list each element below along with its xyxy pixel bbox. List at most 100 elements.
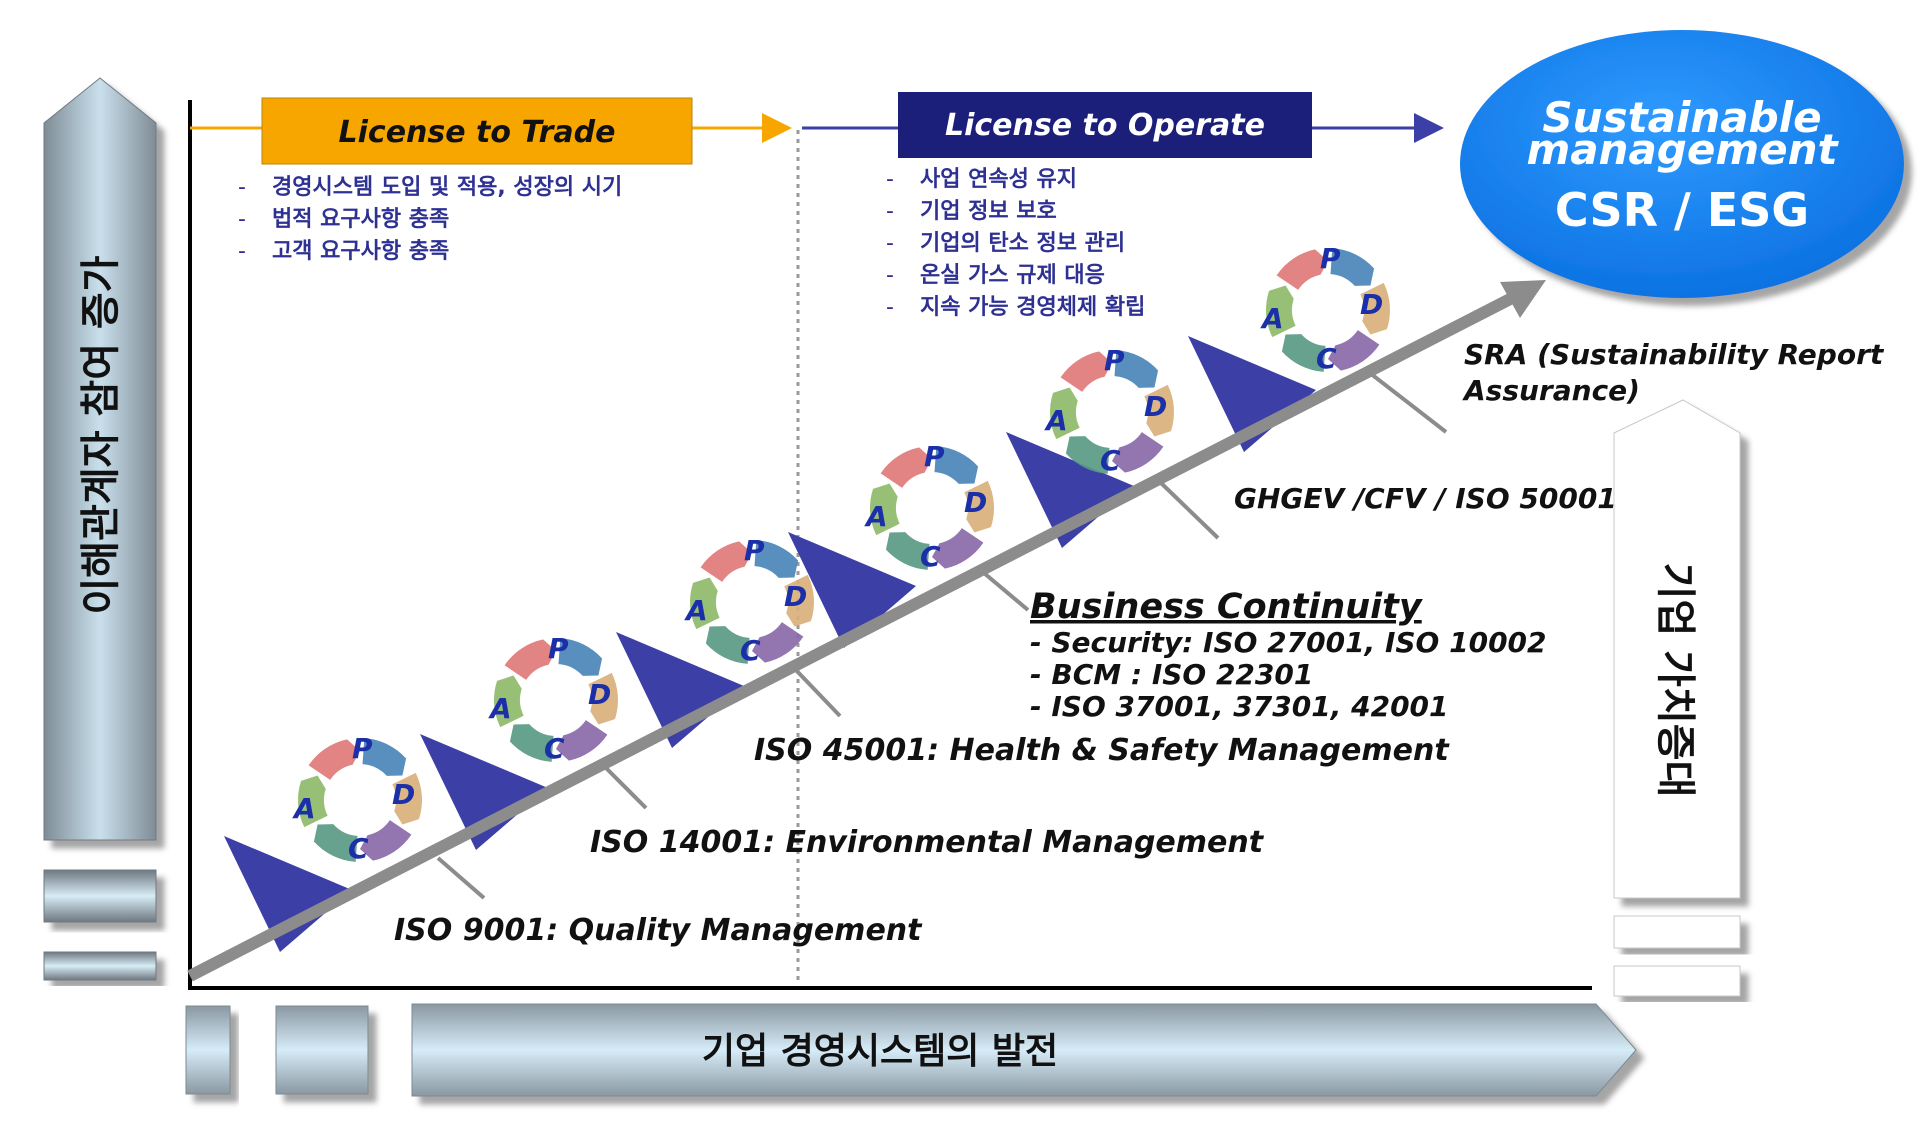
pointer-iso-14001 <box>598 760 648 810</box>
pointer-business-continuity <box>976 566 1030 612</box>
business-continuity-item-2: - BCM : ISO 22301 <box>1030 658 1313 691</box>
pdca-segment <box>494 675 524 728</box>
pdca-segment <box>964 480 995 533</box>
right-axis-block-1 <box>1613 915 1741 949</box>
pdca-segment <box>1050 387 1080 440</box>
pdca-segment <box>509 724 554 762</box>
goal-line-1: Sustainable <box>1542 93 1821 142</box>
stage-iso-14001: ISO 14001: Environmental Management <box>590 825 1265 860</box>
step-triangle <box>224 836 352 952</box>
pdca-letter-c: C <box>920 540 941 573</box>
pdca-letter-a: A <box>864 500 888 533</box>
trade-bullet-marker: - <box>238 175 246 200</box>
stage-ghgev: GHGEV /CFV / ISO 50001 <box>1234 482 1617 515</box>
pdca-letter-c: C <box>544 732 565 765</box>
pdca-segment <box>1114 350 1159 388</box>
pdca-segment <box>1266 285 1296 338</box>
pdca-segment <box>1276 249 1328 290</box>
operate-bullet-item: 사업 연속성 유지 <box>920 167 1077 192</box>
operate-bullet-marker: - <box>886 295 894 320</box>
operate-bullet-list: -사업 연속성 유지-기업 정보 보호-기업의 탄소 정보 관리-온실 가스 규… <box>886 167 1145 320</box>
pdca-letter-a: A <box>488 692 512 725</box>
pdca-segment <box>754 540 799 578</box>
pdca-segment <box>1360 282 1390 335</box>
left-axis-block-1 <box>43 869 157 923</box>
pointer-iso-9001 <box>436 856 486 900</box>
pdca-segment <box>1112 432 1164 473</box>
pdca-letter-p: P <box>924 440 945 473</box>
bottom-axis-block-1 <box>185 1005 231 1095</box>
step-triangle <box>788 532 916 648</box>
step-triangle <box>616 632 744 748</box>
pdca-segment <box>690 577 720 630</box>
pdca-segment <box>308 739 360 780</box>
pdca-letter-a: A <box>1044 404 1068 437</box>
bottom-axis-arrow <box>411 1003 1637 1097</box>
pdca-segment <box>556 720 608 761</box>
goal-line-3: CSR / ESG <box>1555 183 1809 237</box>
pdca-segment <box>313 824 358 862</box>
pdca-segment <box>360 820 412 861</box>
pdca-letter-a: A <box>1260 302 1284 335</box>
stage-sra-line-1: SRA (Sustainability Report <box>1464 338 1885 371</box>
pdca-letter-d: D <box>1360 288 1383 321</box>
pdca-segment <box>1281 334 1326 372</box>
trade-bullet-list: -경영시스템 도입 및 적용, 성장의 시기-법적 요구사항 충족-고객 요구사… <box>238 175 622 264</box>
operate-bullet-marker: - <box>886 231 894 256</box>
sustainable-management-ellipse <box>1460 30 1904 298</box>
pdca-letter-c: C <box>348 832 369 865</box>
step-triangles <box>224 336 1316 952</box>
pdca-segment <box>1144 384 1174 437</box>
operate-bullet-marker: - <box>886 199 894 224</box>
pdca-letter-c: C <box>1100 444 1121 477</box>
pdca-segment <box>588 672 618 725</box>
license-to-trade-label: License to Trade <box>339 115 616 150</box>
step-triangle <box>420 734 548 850</box>
stage-iso-45001: ISO 45001: Health & Safety Management <box>754 733 1450 768</box>
right-axis-block-2 <box>1613 965 1741 997</box>
trade-bullet-item: 법적 요구사항 충족 <box>272 207 449 232</box>
pdca-letter-p: P <box>744 534 765 567</box>
operate-bullet-item: 기업 정보 보호 <box>920 199 1057 224</box>
bottom-axis-label: 기업 경영시스템의 발전 <box>702 1031 1058 1072</box>
pdca-segment <box>298 775 328 828</box>
trade-bullet-item: 경영시스템 도입 및 적용, 성장의 시기 <box>272 175 622 200</box>
pdca-letter-d: D <box>784 580 807 613</box>
license-to-trade-box <box>261 97 693 165</box>
pdca-segment <box>362 738 407 776</box>
pdca-segment <box>752 622 804 663</box>
pdca-letter-a: A <box>292 792 316 825</box>
pointer-iso-45001 <box>792 666 842 718</box>
business-continuity-title: Business Continuity <box>1030 587 1424 627</box>
operate-bullet-item: 온실 가스 규제 대응 <box>920 263 1105 288</box>
operate-bullet-marker: - <box>886 263 894 288</box>
pointer-sra <box>1364 368 1448 434</box>
stage-pointers <box>436 368 1448 900</box>
pointer-ghgev <box>1158 480 1220 540</box>
trade-bullet-marker: - <box>238 239 246 264</box>
pdca-segment <box>784 574 815 627</box>
pdca-letter-c: C <box>740 634 761 667</box>
left-axis-arrow <box>43 77 157 841</box>
pdca-segment <box>880 447 932 488</box>
pdca-letter-c: C <box>1316 342 1337 375</box>
pdca-segment <box>700 541 752 582</box>
stage-sra-line-2: Assurance) <box>1462 374 1640 407</box>
pdca-letter-d: D <box>964 486 987 519</box>
right-axis-arrow <box>1613 399 1741 899</box>
pdca-letter-p: P <box>352 732 373 765</box>
bottom-axis-block-2 <box>275 1005 369 1095</box>
pdca-letter-p: P <box>1104 344 1125 377</box>
stage-iso-9001: ISO 9001: Quality Management <box>394 913 923 948</box>
pdca-segment <box>869 483 900 536</box>
pdca-segment <box>558 638 603 676</box>
license-to-operate-box <box>898 92 1312 158</box>
growth-diagonal-arrowhead <box>1500 280 1546 318</box>
